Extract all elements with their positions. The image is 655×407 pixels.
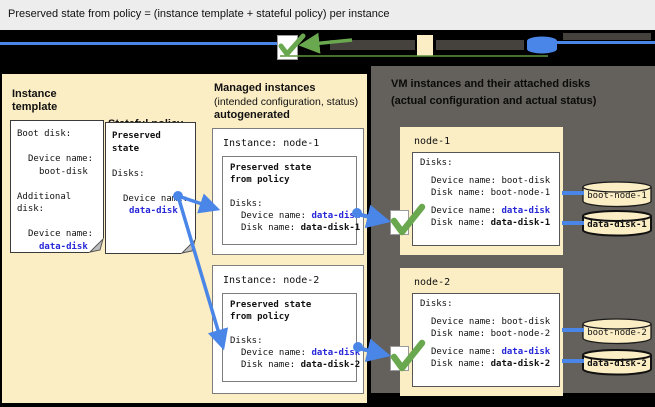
note-line: Boot disk: (17, 129, 72, 139)
stateful-policy-note: Preserved state Disks: Device name: data… (105, 122, 196, 254)
vm-disks-box: Disks: Device name: boot-disk Disk name:… (412, 293, 560, 387)
folded-corner-icon (88, 237, 104, 253)
vm-name: node-1 (414, 136, 451, 147)
check-box-node-2 (390, 346, 409, 371)
instance-title: Instance: node-2 (223, 275, 320, 286)
legend-check-box (277, 35, 298, 60)
legend-beige-swatch (417, 35, 433, 56)
legend-redacted-text-bar (563, 33, 651, 40)
disk-name-value: boot-node-2 (490, 329, 551, 339)
disk-name-value: data-disk-2 (490, 359, 551, 369)
note-line-data-disk: data-disk (39, 241, 88, 252)
disks-label: Disks: (230, 336, 263, 346)
note-line: state (112, 143, 140, 154)
disk-name-value: data-disk-1 (300, 223, 361, 233)
heading-line: autogenerated (214, 109, 290, 121)
managed-instance-node-1: Instance: node-1 Preserved state from po… (212, 128, 364, 255)
device-name-value: boot-disk (501, 176, 551, 186)
disk-label: data-disk-1 (587, 220, 647, 230)
note-line-data-disk: data-disk (129, 206, 178, 216)
disk-cylinder-data-disk-2: data-disk-2 (582, 349, 652, 377)
device-name-label: Device name: (431, 347, 502, 357)
managed-instance-node-2: Instance: node-2 Preserved state from po… (212, 265, 364, 394)
disk-label: boot-node-1 (587, 191, 647, 201)
disk-cylinder-data-disk-1: data-disk-1 (582, 210, 652, 238)
device-name-label: Device name: (241, 348, 312, 358)
disk-name-label: Disk name: (431, 359, 491, 369)
preserved-state-label: Preserved state (230, 300, 312, 310)
legend-redacted-text-bar (330, 40, 415, 50)
legend-redacted-text-bar (436, 40, 524, 50)
vm-node-2: node-2 Disks: Device name: boot-disk Dis… (400, 268, 563, 396)
disks-label: Disks: (420, 299, 453, 309)
device-name-value: data-disk (501, 347, 551, 357)
right-panel-heading: VM instances and their attached disks (a… (391, 76, 631, 110)
heading-line: VM instances and their attached disks (391, 78, 591, 90)
preserved-state-box: Preserved state from policy Disks: Devic… (222, 156, 361, 245)
device-name-label: Device name: (431, 176, 502, 186)
preserved-state-label: from policy (230, 312, 290, 322)
device-name-value: boot-disk (501, 317, 551, 327)
disk-name-value: data-disk-1 (490, 218, 551, 228)
disk-icon (582, 349, 652, 376)
disk-icon (582, 181, 652, 208)
disk-name-label: Disk name: (431, 329, 491, 339)
title-bar: Preserved state from policy = (instance … (0, 0, 655, 30)
disk-cylinder-boot-node-1: boot-node-1 (582, 181, 652, 209)
note-line: Additional (17, 191, 72, 202)
folded-corner-icon (180, 238, 196, 254)
disk-icon (582, 318, 652, 345)
disk-label: data-disk-2 (587, 359, 647, 369)
note-line: Disks: (112, 168, 145, 179)
disk-name-value: boot-node-1 (490, 188, 551, 198)
device-name-label: Device name: (241, 211, 312, 221)
disk-name-label: Disk name: (431, 188, 491, 198)
device-name-value: data-disk (311, 348, 361, 358)
disk-cylinder-boot-node-2: boot-node-2 (582, 318, 652, 346)
preserved-state-label: from policy (230, 175, 290, 185)
legend-disk-icon (527, 36, 557, 54)
disk-name-label: Disk name: (241, 360, 301, 370)
vm-disks-box: Disks: Device name: boot-disk Disk name:… (412, 152, 560, 246)
managed-instances-heading: Managed instances (intended configuratio… (214, 82, 366, 122)
disks-label: Disks: (230, 199, 263, 209)
disk-label: boot-node-2 (587, 328, 647, 338)
disk-name-value: data-disk-2 (300, 360, 361, 370)
heading-line: Managed instances (214, 82, 316, 94)
disks-label: Disks: (420, 158, 453, 168)
instance-template-heading: Instance template (12, 88, 58, 113)
vm-node-1: node-1 Disks: Device name: boot-disk Dis… (400, 127, 563, 255)
disk-icon (582, 210, 652, 237)
heading-line: (actual configuration and actual status) (391, 95, 597, 107)
check-box-node-1 (390, 210, 409, 235)
preserved-state-label: Preserved state (230, 163, 312, 173)
device-name-label: Device name: (431, 206, 502, 216)
disk-name-label: Disk name: (431, 218, 491, 228)
preserved-state-box: Preserved state from policy Disks: Devic… (222, 293, 361, 382)
disk-name-label: Disk name: (241, 223, 301, 233)
note-line: disk: (17, 204, 45, 214)
note-line: Device name: (28, 229, 94, 239)
vm-name: node-2 (414, 277, 451, 288)
diagram-title: Preserved state from policy = (instance … (8, 8, 390, 20)
device-name-label: Device name: (431, 317, 502, 327)
note-line: Device name: (123, 193, 189, 204)
device-name-value: data-disk (501, 206, 551, 216)
note-line: boot-disk (39, 166, 88, 177)
device-name-value: data-disk (311, 211, 361, 221)
note-line: Device name: (28, 154, 94, 164)
instance-template-note: Boot disk: Device name: boot-disk Additi… (10, 120, 104, 253)
note-line: Preserved (112, 131, 161, 141)
heading-line: (intended configuration, status) (214, 96, 359, 108)
instance-title: Instance: node-1 (223, 138, 320, 149)
